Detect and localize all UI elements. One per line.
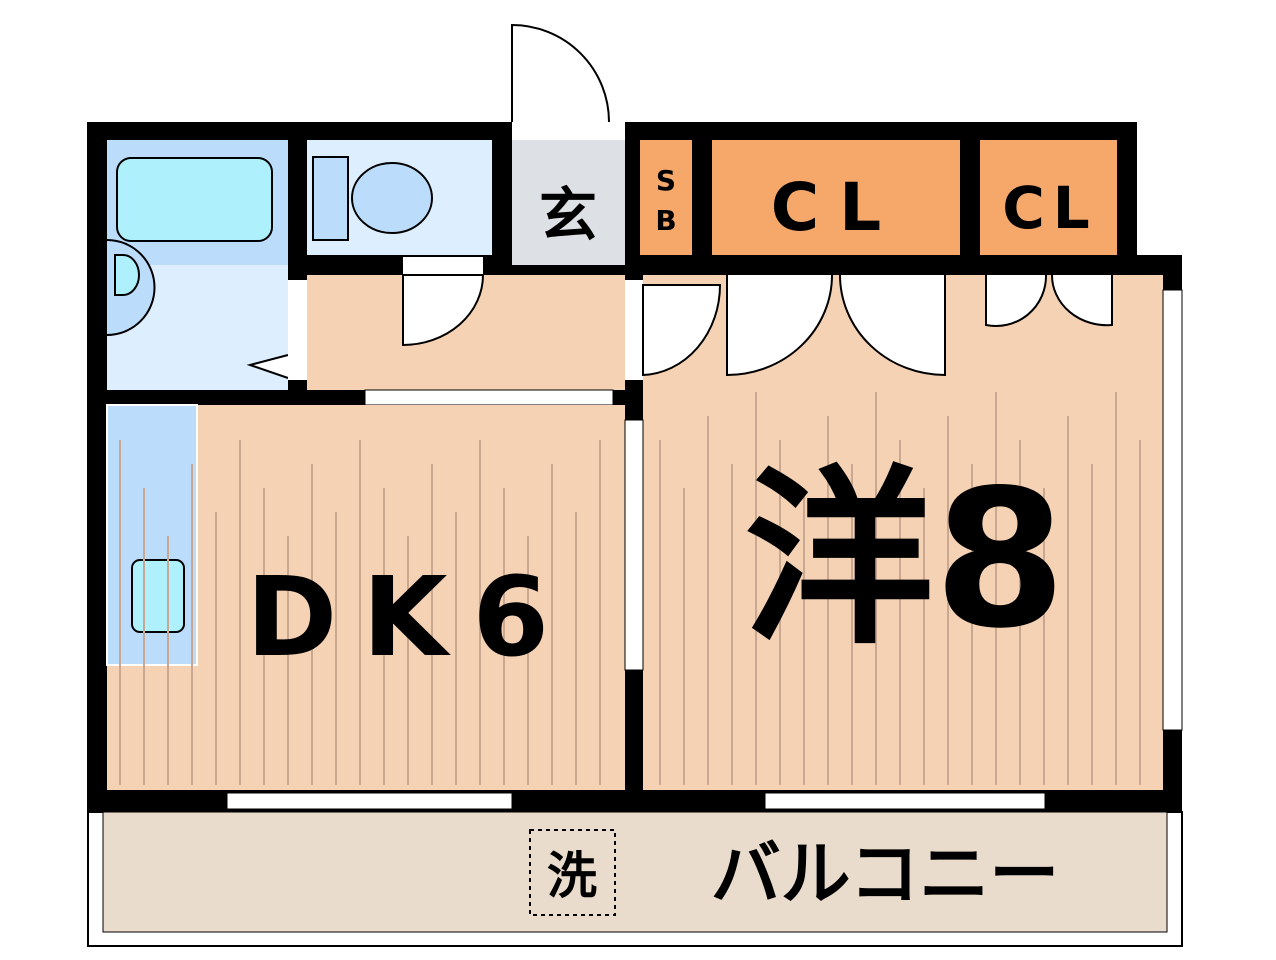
washer-space — [529, 829, 616, 916]
western-room-label: 洋8 — [744, 449, 1066, 670]
closet-door — [726, 274, 946, 377]
washer-label: 洗 — [547, 847, 597, 905]
entrance-door — [511, 23, 610, 123]
toilet-bowl — [351, 162, 433, 234]
entrance-label: 玄 — [539, 181, 597, 249]
dining-kitchen-label: DK6 — [246, 553, 574, 681]
closet-1-label: CL — [771, 169, 902, 246]
shoe-box-label-b: B — [655, 204, 676, 237]
entrance — [512, 140, 625, 265]
closet-2 — [980, 140, 1117, 255]
balcony-label: バルコニー — [711, 833, 1060, 915]
shoe-box — [640, 140, 692, 255]
shoe-box-label-s: S — [656, 164, 676, 197]
closet-1 — [712, 140, 960, 255]
bathtub — [116, 157, 273, 242]
closet-door — [985, 274, 1113, 327]
closet-2-label: CL — [1002, 174, 1098, 242]
